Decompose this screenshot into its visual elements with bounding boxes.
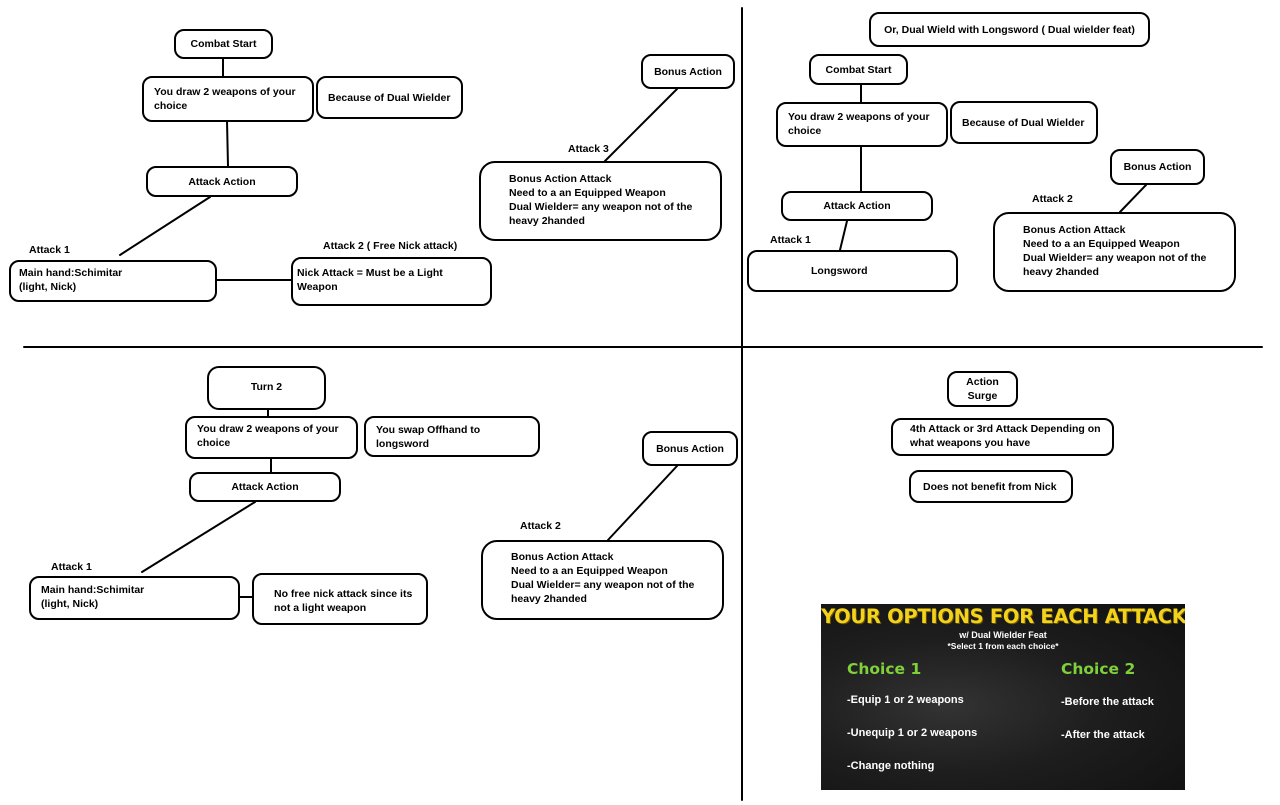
q3-line-bonus — [607, 465, 678, 541]
choice2-item: -Before the attack — [1061, 696, 1154, 708]
choice2-heading: Choice 2 — [1061, 660, 1136, 678]
options-panel: YOUR OPTIONS FOR EACH ATTACK w/ Dual Wie… — [821, 604, 1185, 790]
q2-bonus-attack-box: Bonus Action Attack Need to a an Equippe… — [993, 212, 1236, 292]
q1-line-bonus — [604, 88, 678, 162]
q1-nick-attack-box: Nick Attack = Must be a Light Weapon — [291, 257, 492, 306]
q1-bonus-action-box: Bonus Action — [641, 54, 735, 89]
q2-line-attack-long — [839, 220, 848, 251]
options-panel-subtitle: w/ Dual Wielder Feat — [959, 630, 1047, 640]
q2-attack1-label: Attack 1 — [770, 234, 811, 246]
options-panel-instruction: *Select 1 from each choice* — [947, 641, 1059, 651]
q1-line-draw-attack — [226, 120, 229, 167]
q1-because-dual-wielder-box: Because of Dual Wielder — [316, 76, 463, 119]
q3-no-free-nick-box: No free nick attack since its not a ligh… — [252, 573, 428, 625]
q1-attack1-label: Attack 1 — [29, 244, 70, 256]
choice1-heading: Choice 1 — [847, 660, 922, 678]
q1-line-attack-main — [119, 196, 211, 256]
q3-swap-offhand-box: You swap Offhand to longsword — [364, 416, 540, 457]
q2-attack2-label: Attack 2 — [1032, 193, 1073, 205]
choice1-item: -Unequip 1 or 2 weapons — [847, 727, 978, 739]
q3-bonus-action-box: Bonus Action — [642, 431, 738, 466]
q4-no-nick-box: Does not benefit from Nick — [909, 470, 1073, 503]
q2-draw-weapons-box: You draw 2 weapons of your choice — [776, 102, 948, 147]
q1-combat-start-box: Combat Start — [174, 29, 273, 59]
q1-bonus-attack-box: Bonus Action Attack Need to a an Equippe… — [479, 161, 722, 241]
q3-main-hand-box: Main hand:Schimitar (light, Nick) — [29, 576, 240, 620]
q3-draw-weapons-box: You draw 2 weapons of your choice — [185, 416, 358, 459]
q1-attack2-label: Attack 2 ( Free Nick attack) — [323, 240, 458, 252]
q2-because-dual-wielder-box: Because of Dual Wielder — [950, 101, 1098, 144]
q1-draw-weapons-box: You draw 2 weapons of your choice — [142, 76, 314, 122]
q3-line-attack-main — [141, 501, 256, 573]
q1-attack3-label: Attack 3 — [568, 143, 609, 155]
q3-attack2-label: Attack 2 — [520, 520, 561, 532]
choice1-item: -Equip 1 or 2 weapons — [847, 694, 964, 706]
options-panel-title: YOUR OPTIONS FOR EACH ATTACK — [821, 605, 1185, 628]
q3-attack1-label: Attack 1 — [51, 561, 92, 573]
q1-attack-action-box: Attack Action — [146, 166, 298, 197]
q4-action-surge-box: Action Surge — [947, 371, 1018, 407]
q1-main-hand-box: Main hand:Schimitar (light, Nick) — [9, 260, 217, 302]
q3-bonus-attack-box: Bonus Action Attack Need to a an Equippe… — [481, 540, 724, 620]
q2-attack-action-box: Attack Action — [781, 191, 933, 221]
q2-line-bonus — [1119, 184, 1147, 213]
q4-fourth-attack-box: 4th Attack or 3rd Attack Depending on wh… — [891, 418, 1114, 456]
q2-bonus-action-box: Bonus Action — [1110, 149, 1205, 185]
q3-attack-action-box: Attack Action — [189, 472, 341, 502]
q2-or-title-box: Or, Dual Wield with Longsword ( Dual wie… — [869, 12, 1150, 47]
q2-combat-start-box: Combat Start — [809, 54, 908, 85]
choice1-item: -Change nothing — [847, 760, 935, 772]
choice2-item: -After the attack — [1061, 729, 1145, 741]
q3-turn2-box: Turn 2 — [207, 366, 326, 410]
q2-longsword-box: Longsword — [747, 250, 958, 292]
